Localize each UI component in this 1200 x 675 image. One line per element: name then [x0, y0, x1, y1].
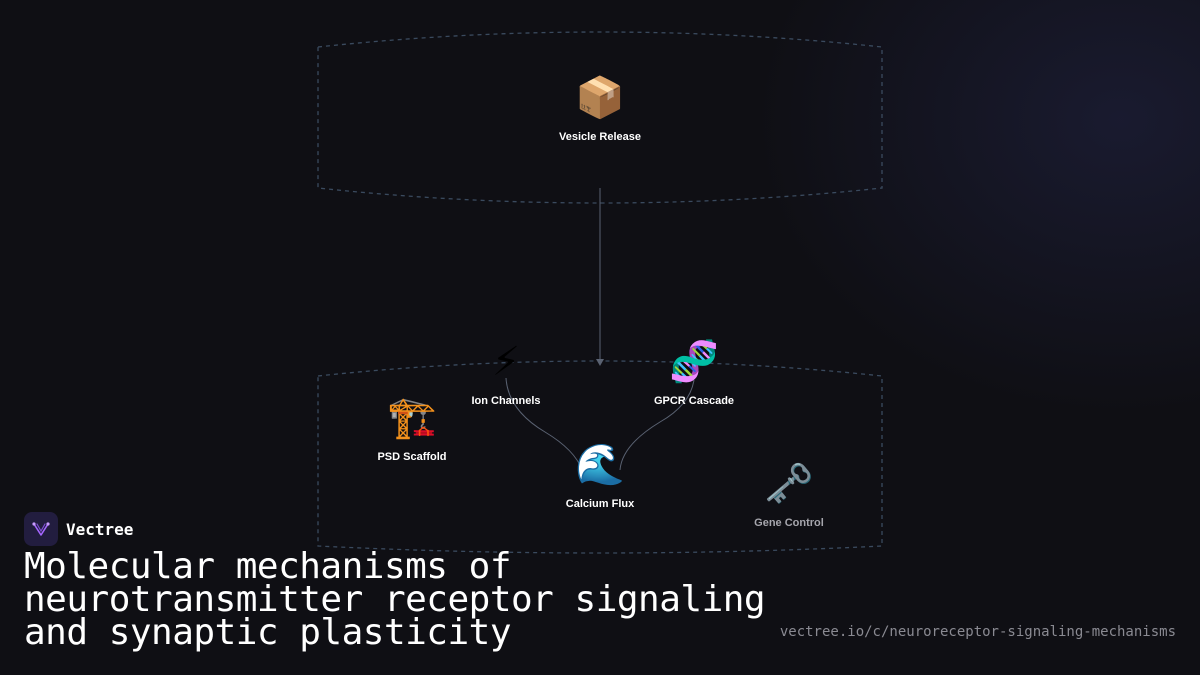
node-label: Vesicle Release	[559, 131, 641, 143]
edge-gpcr-to-calcium-flux	[619, 379, 695, 471]
lightning-icon: ⚡	[491, 339, 521, 385]
node-psd-scaffold[interactable]: 🏗️ PSD Scaffold	[332, 393, 492, 463]
package-icon: 📦	[575, 75, 625, 121]
dna-icon: 🧬	[669, 339, 719, 385]
node-label: Gene Control	[754, 517, 824, 529]
node-label: PSD Scaffold	[377, 451, 447, 463]
crane-icon: 🏗️	[387, 395, 437, 441]
vectree-logo-icon	[24, 512, 58, 546]
node-vesicle-release[interactable]: 📦 Vesicle Release	[520, 73, 680, 143]
wave-icon: 🌊	[575, 442, 625, 488]
edge-ion-channels-to-calcium-flux	[505, 377, 583, 471]
node-gene-control[interactable]: 🗝️ Gene Control	[709, 459, 869, 529]
brand: Vectree	[24, 512, 133, 546]
course-url[interactable]: vectree.io/c/neuroreceptor-signaling-mec…	[779, 624, 1176, 640]
node-label: GPCR Cascade	[653, 395, 735, 407]
node-calcium-flux[interactable]: 🌊 Calcium Flux	[520, 440, 680, 510]
node-label: Calcium Flux	[565, 498, 635, 510]
key-icon: 🗝️	[764, 461, 814, 507]
brand-name: Vectree	[66, 519, 134, 539]
node-gpcr-cascade[interactable]: 🧬 GPCR Cascade	[614, 337, 774, 407]
group-outline-presynaptic	[317, 31, 883, 204]
edge-arrowhead	[596, 359, 604, 366]
node-label: Ion Channels	[471, 395, 541, 407]
page-title: Molecular mechanisms of neurotransmitter…	[24, 546, 766, 653]
node-ion-channels[interactable]: ⚡ Ion Channels	[426, 337, 586, 407]
